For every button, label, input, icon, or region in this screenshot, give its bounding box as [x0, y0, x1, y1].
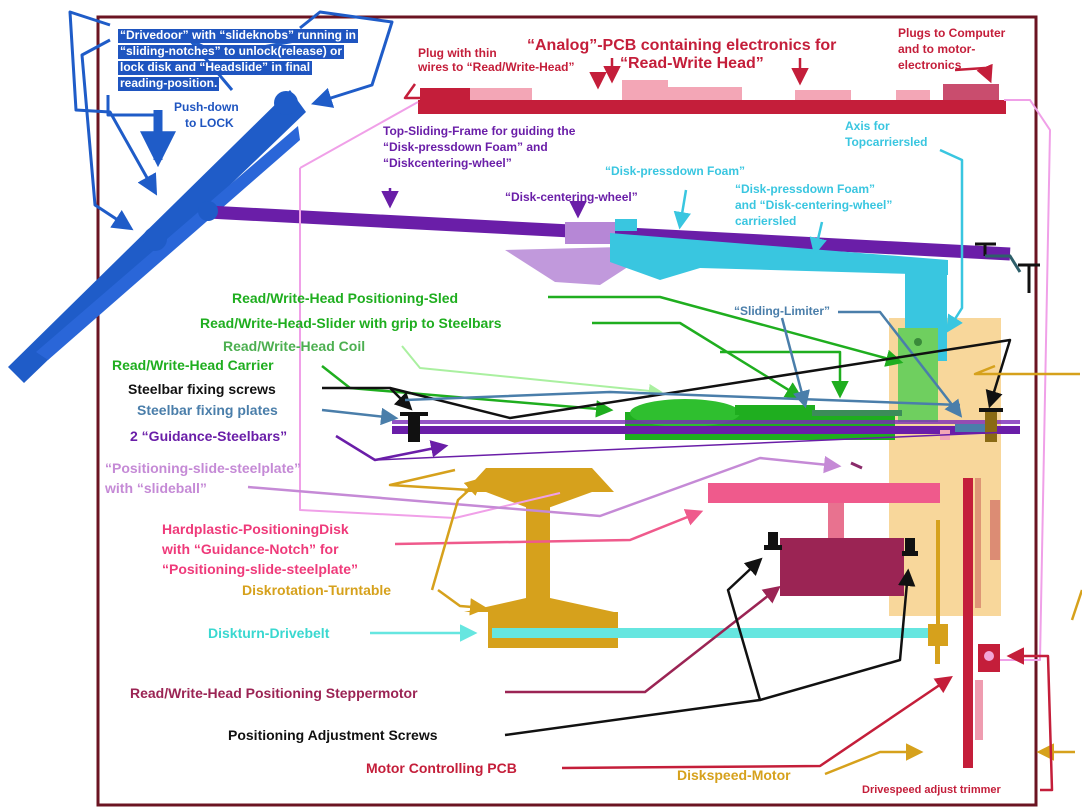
lilac-loop [299, 99, 1051, 661]
diskspeed-motor [928, 520, 948, 664]
turntable-arrow-2 [437, 588, 488, 616]
top-frame-label-3: “Diskcentering-wheel” [383, 156, 512, 170]
centering-wheel-label: “Disk-centering-wheel” [505, 190, 638, 204]
axis-label-1: Axis for [845, 119, 890, 133]
plugs-computer-label-1: Plugs to Computer [898, 26, 1006, 40]
steelbars-line [374, 431, 1011, 461]
plugs-computer-label-2: and to motor- [898, 42, 976, 56]
carriersled-arrow [809, 221, 827, 256]
sliding-limiter-label: “Sliding-Limiter” [734, 304, 830, 318]
sliding-limiter-arrow-2 [838, 310, 963, 418]
guidance-steelbars [392, 420, 1020, 434]
plug-wire-loop [299, 101, 419, 169]
foam-arrow [673, 189, 691, 230]
sliding-limiter-arrow [780, 317, 810, 409]
drivedoor-label-2: “sliding-notches” to unlock(release) or [118, 44, 345, 59]
fixing-plates-line [404, 390, 961, 407]
slider-label: Read/Write-Head-Slider with grip to Stee… [200, 315, 502, 331]
diskspeed-arrow [824, 743, 924, 776]
coil-label: Read/Write-Head Coil [223, 338, 366, 354]
slider-arrow [592, 321, 803, 399]
plugs-computer-arrow [954, 63, 993, 84]
turntable-label: Diskrotation-Turntable [242, 582, 392, 598]
fixing-screws-label: Steelbar fixing screws [128, 381, 276, 397]
adjustment-arrow-2 [759, 568, 916, 702]
fixing-screws-line [389, 338, 1012, 420]
motor-pcb-label: Motor Controlling PCB [366, 760, 517, 776]
steppermotor-label: Read/Write-Head Positioning Steppermotor [130, 685, 418, 701]
analog-pcb [418, 80, 1006, 114]
slide-steelplate-label-2: with “slideball” [105, 480, 207, 496]
drivedoor-label-3: lock disk and “Headslide” in final [118, 60, 313, 75]
plugs-computer-label-3: electronics [898, 58, 962, 72]
guidance-steelbars-label: 2 “Guidance-Steelbars” [130, 428, 288, 444]
hardplastic-arrow [394, 509, 704, 546]
topcarrier-axis [975, 242, 1040, 293]
drivebelt-label: Diskturn-Drivebelt [208, 625, 330, 641]
foam-label: “Disk-pressdown Foam” [605, 164, 746, 178]
steppermotor [764, 532, 918, 596]
adjustment-arrow-1 [504, 557, 763, 737]
adjustment-screws-label: Positioning Adjustment Screws [228, 727, 438, 743]
push-down-label-1: Push-down [174, 100, 239, 114]
positioning-sled-arrow [548, 295, 904, 367]
door-bracket-3 [299, 10, 394, 108]
steppermotor-arrow [505, 585, 781, 694]
plug-thin-wire [403, 83, 420, 100]
trimmer-label: Drivespeed adjust trimmer [862, 784, 1001, 796]
plug-thin-label-1: Plug with thin [418, 46, 497, 60]
fixing-plates-label: Steelbar fixing plates [137, 402, 278, 418]
axis-arrow [939, 148, 964, 333]
slide-steelplate-arrow [247, 455, 842, 518]
analog-pcb-label-2: “Read-Write Head” [620, 55, 764, 72]
diskspeed-motor-label: Diskspeed-Motor [677, 767, 791, 783]
motor-pcb-arrow [561, 676, 953, 770]
turntable [464, 468, 618, 648]
carrier-label: Read/Write-Head Carrier [112, 357, 274, 373]
top-frame-label-1: Top-Sliding-Frame for guiding the [383, 124, 576, 138]
hardplastic-label-1: Hardplastic-PositioningDisk [162, 521, 349, 537]
push-down-label-2: to LOCK [185, 116, 234, 130]
positioning-disk [708, 461, 940, 539]
push-down-line [106, 95, 158, 117]
outer-frame [96, 15, 1038, 807]
orange-bracket [973, 364, 1082, 752]
trimmer-arrow [1006, 647, 1054, 792]
axis-label-2: Topcarriersled [845, 135, 928, 149]
plug-thin-label-2: wires to “Read/Write-Head” [418, 60, 575, 74]
slide-steelplate-label-1: “Positioning-slide-steelplate” [105, 460, 302, 476]
drivedoor-label-1: “Drivedoor” with “slideknobs” running in [118, 28, 359, 43]
carriersled-label-2: and “Disk-centering-wheel” [735, 198, 893, 212]
foam-carriersled [610, 233, 948, 361]
drivedoor-label-4: reading-position. [118, 76, 220, 91]
steelbars-arrow [335, 434, 449, 462]
coil-arrow [401, 345, 663, 398]
analog-pcb-label-1: “Analog”-PCB containing electronics for [527, 37, 837, 54]
carriersled-label-1: “Disk-pressdown Foam” [735, 182, 876, 196]
drivedoor [8, 90, 306, 383]
fixing-plates-arrow [321, 407, 399, 426]
positioning-sled-label: Read/Write-Head Positioning-Sled [232, 290, 459, 306]
hardplastic-label-3: “Positioning-slide-steelplate” [162, 561, 359, 577]
hardplastic-label-2: with “Guidance-Notch” for [162, 541, 339, 557]
turntable-arrow [430, 477, 483, 591]
top-frame-label-2: “Disk-pressdown Foam” and [383, 140, 548, 154]
door-bracket-2 [80, 38, 134, 231]
carriersled-label-3: carriersled [735, 214, 797, 228]
slider-arrow-2 [720, 350, 849, 399]
turntable-bracket [388, 468, 471, 492]
door-bracket [68, 10, 158, 196]
motor-pcb [963, 478, 1000, 768]
